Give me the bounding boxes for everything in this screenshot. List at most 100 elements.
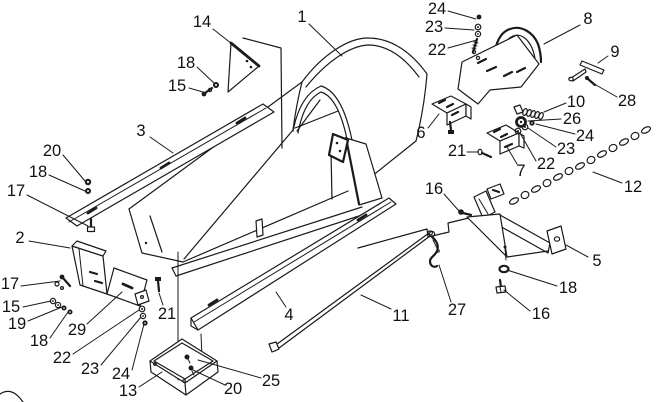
leader-line-11: [360, 294, 392, 310]
callout-4: 4: [284, 306, 293, 324]
callout-14: 14: [193, 13, 211, 31]
callout-20: 20: [43, 142, 61, 160]
callout-15: 15: [168, 77, 186, 95]
leader-line-3: [149, 136, 174, 154]
callout-17: 17: [1, 275, 19, 293]
leader-line-23: [527, 127, 557, 148]
callout-20: 20: [224, 380, 242, 398]
mount-plate-edge: [357, 215, 478, 249]
callout-24: 24: [428, 0, 446, 18]
callout-27: 27: [448, 301, 466, 319]
bolt-15-18-hardware: [201, 82, 219, 97]
callout-29: 29: [68, 321, 86, 339]
screw-21-glyph: [477, 148, 493, 159]
page-corner-arc: [0, 390, 24, 402]
callout-19: 19: [8, 315, 26, 333]
part-12-chain: [508, 126, 652, 205]
leader-line-26: [527, 118, 562, 122]
callout-3: 3: [136, 122, 145, 140]
part-4-side-rail: [190, 197, 397, 331]
leader-line-9: [597, 55, 609, 64]
callout-15: 15: [2, 298, 20, 316]
callout-18: 18: [30, 332, 48, 350]
callout-17: 17: [7, 182, 25, 200]
callout-23: 23: [425, 18, 443, 36]
leader-line-15: [188, 87, 204, 93]
leader-line-25: [197, 359, 262, 379]
leader-line-22: [72, 309, 140, 355]
leader-line-21: [158, 292, 164, 306]
leader-line-14: [212, 28, 233, 45]
leader-line-18: [48, 174, 86, 192]
callout-16: 16: [425, 180, 443, 198]
leader-line-13: [138, 371, 163, 388]
part-3-side-rail: [65, 103, 275, 227]
leader-line-20: [192, 369, 226, 386]
part-9-t-handle-pin: [568, 60, 605, 82]
leader-line-18: [506, 269, 558, 287]
callout-9: 9: [610, 43, 619, 61]
leader-line-23: [100, 316, 142, 366]
callout-28: 28: [618, 92, 636, 110]
cover-front-flap: [327, 132, 383, 206]
part-6-clamp-bracket: [431, 95, 493, 159]
leader-line-6: [427, 113, 440, 129]
washers-22-23-24-right-glyph: [514, 120, 535, 135]
leader-line-7: [506, 146, 518, 165]
leader-line-19: [27, 306, 63, 322]
callout-7: 7: [516, 162, 525, 180]
part-26-washer: [515, 116, 527, 128]
callout-22: 22: [537, 155, 555, 173]
callout-24: 24: [112, 365, 130, 383]
bolt-21-glyph: [155, 277, 161, 293]
leader-line-20: [62, 154, 86, 182]
leader-line-2: [28, 240, 71, 249]
bolt-25-glyph: [184, 354, 191, 364]
callout-24: 24: [576, 127, 594, 145]
leader-line-12: [592, 171, 623, 184]
callout-13: 13: [119, 382, 137, 400]
leader-line-28: [595, 84, 618, 98]
callout-21: 21: [158, 305, 176, 323]
part-14-corner-plate: [201, 41, 261, 97]
callout-8: 8: [583, 10, 592, 28]
leader-line-10: [543, 102, 567, 113]
leader-line-17: [26, 194, 89, 227]
side-panel: [242, 37, 283, 149]
bolt-22-23-24-stack: [471, 14, 482, 54]
leader-line-1: [308, 23, 343, 57]
callout-25: 25: [262, 372, 280, 390]
part-10-spring: [513, 104, 544, 121]
callout-2: 2: [15, 229, 24, 247]
leader-line-8: [543, 24, 581, 45]
callout-1: 1: [297, 8, 306, 26]
leader-line-24: [535, 123, 576, 135]
leader-line-18: [196, 66, 215, 84]
callout-16: 16: [532, 305, 550, 323]
part-5-hitch-mount: [357, 183, 567, 294]
leader-line-18: [49, 311, 69, 339]
washer-18-bolt-16-glyph: [495, 245, 510, 294]
part-7-clamp-bracket: [486, 120, 535, 155]
leader-line-5: [565, 244, 589, 258]
leader-line-17: [20, 280, 61, 287]
part-1-cover: [128, 37, 428, 277]
part-8-latch-plate: [457, 26, 543, 105]
callout-11: 11: [392, 307, 409, 325]
callout-5: 5: [592, 252, 601, 270]
bolt-21-top-glyph: [448, 120, 454, 134]
callout-23: 23: [81, 360, 99, 378]
leader-line-16: [443, 193, 460, 212]
callout-12: 12: [624, 178, 642, 196]
washers-22-23-24-glyph: [138, 305, 148, 326]
callout-22: 22: [53, 349, 71, 367]
part-2-mount-bracket: [71, 240, 108, 295]
callout-23: 23: [557, 140, 575, 158]
bolt-16-left-glyph: [458, 209, 473, 217]
leader-line-29: [86, 291, 123, 325]
bolt-17-15-19-18-hardware: [49, 274, 73, 315]
callout-10: 10: [567, 93, 585, 111]
